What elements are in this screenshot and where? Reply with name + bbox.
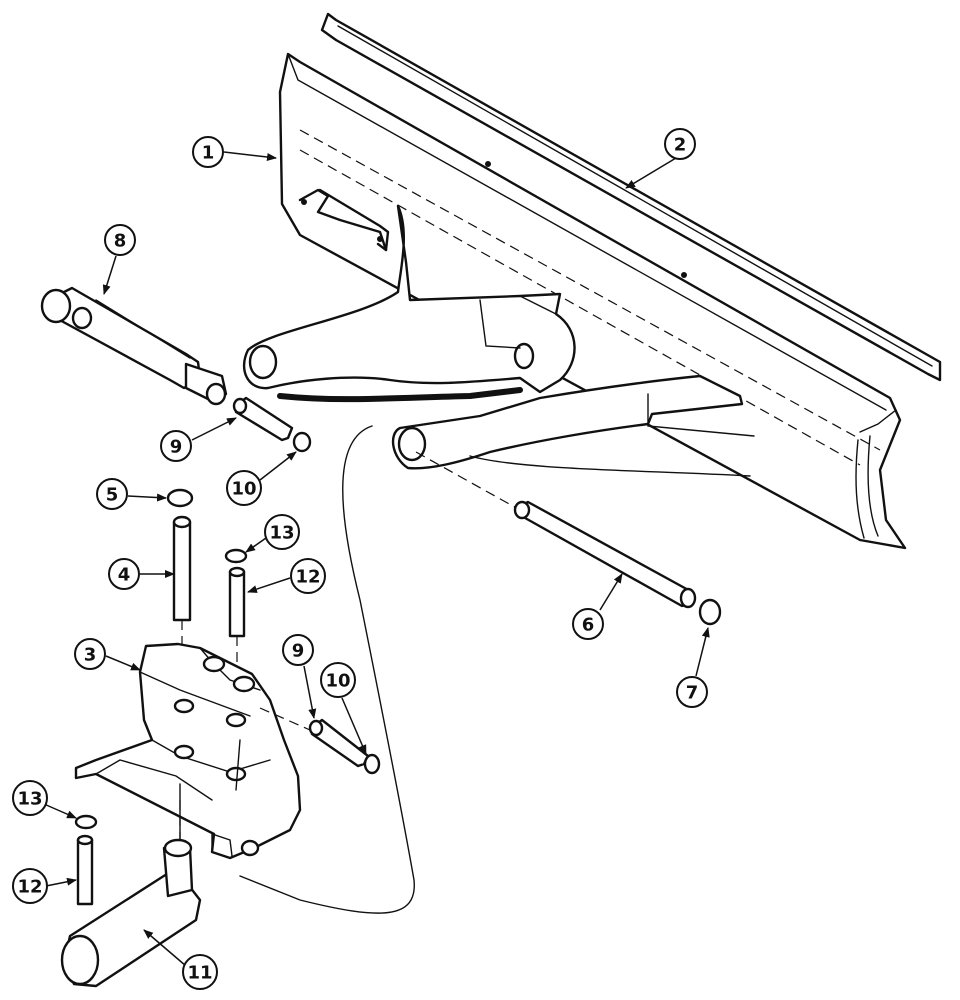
callout-13-upper-label: 13 <box>269 523 294 544</box>
callout-7: 7 <box>676 627 710 708</box>
c-frame-lower-arm <box>391 374 755 477</box>
callout-11: 11 <box>143 929 218 990</box>
callout-2-label: 2 <box>674 135 687 156</box>
callout-6: 6 <box>572 573 623 640</box>
part-3-bracket <box>74 642 302 860</box>
callout-13-upper: 13 <box>245 514 300 553</box>
callout-13-lower-label: 13 <box>17 789 42 810</box>
part-12-pin-upper <box>228 566 246 718</box>
callout-10-lower: 10 <box>320 662 367 755</box>
callout-3: 3 <box>74 638 141 671</box>
callout-11-label: 11 <box>187 963 212 984</box>
part-1-blade <box>278 52 907 550</box>
callout-12-lower-label: 12 <box>17 877 42 898</box>
part-7-ring <box>698 598 722 626</box>
part-13-ring-upper <box>224 548 248 564</box>
part-8-cylinder <box>40 286 228 406</box>
callout-9-upper: 9 <box>160 417 237 462</box>
callout-12-upper-label: 12 <box>295 567 320 588</box>
part-10-ring-upper <box>292 431 312 453</box>
callout-3-label: 3 <box>84 645 97 666</box>
c-frame-upper-arm <box>242 204 576 403</box>
callout-12-lower: 12 <box>12 868 77 904</box>
part-10-ring-lower <box>363 753 381 775</box>
hose-line <box>239 425 415 914</box>
callout-2: 2 <box>625 128 696 189</box>
callout-5-label: 5 <box>106 485 119 506</box>
callout-9-lower-label: 9 <box>292 641 305 662</box>
part-4-pin <box>172 515 192 700</box>
callout-1-label: 1 <box>202 143 215 164</box>
callout-13-lower: 13 <box>12 780 77 819</box>
part-9-pin-upper <box>232 396 294 442</box>
part-12-pin-lower <box>76 834 94 906</box>
callout-4-label: 4 <box>118 565 131 586</box>
callout-1: 1 <box>192 136 277 168</box>
callout-12-upper: 12 <box>247 558 326 594</box>
callout-6-label: 6 <box>582 615 595 636</box>
part-5-ring <box>166 488 194 508</box>
callout-10-upper: 10 <box>226 451 297 506</box>
part-2-cutting-edge <box>320 12 942 382</box>
part-6-pin-long <box>415 451 697 609</box>
callout-5: 5 <box>96 478 167 510</box>
part-11-cylinder <box>60 800 202 988</box>
callout-4: 4 <box>108 558 175 590</box>
callout-9-upper-label: 9 <box>170 437 183 458</box>
callout-10-lower-label: 10 <box>325 671 350 692</box>
part-13-ring-lower <box>74 814 98 830</box>
callout-8-label: 8 <box>114 231 127 252</box>
callout-9-lower: 9 <box>282 634 317 719</box>
callout-7-label: 7 <box>686 683 699 704</box>
callout-10-upper-label: 10 <box>231 479 256 500</box>
callout-8: 8 <box>102 224 136 295</box>
